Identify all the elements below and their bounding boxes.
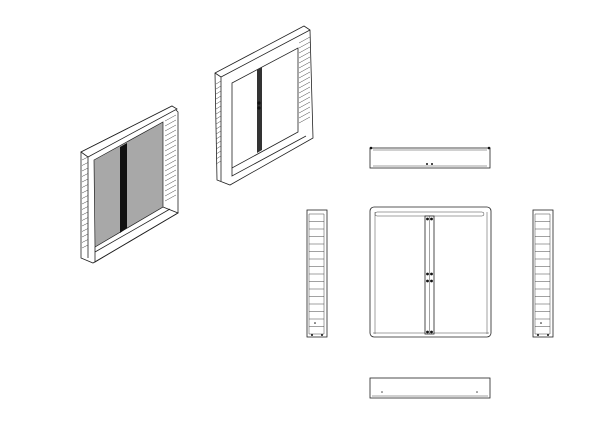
- side-slats-right: [298, 36, 311, 124]
- slat-line: [215, 155, 222, 160]
- center-mullion: [257, 67, 262, 153]
- slat-line: [81, 244, 89, 249]
- slat-line: [215, 105, 222, 110]
- slat-line: [215, 145, 222, 150]
- fastener: [311, 334, 313, 336]
- fastener: [537, 334, 539, 336]
- right-side-view: [532, 209, 554, 338]
- slat-line: [81, 206, 89, 210]
- slat-line: [81, 184, 89, 188]
- slat-line: [81, 167, 89, 172]
- slat-line: [215, 150, 222, 155]
- fastener: [426, 330, 429, 334]
- slat-line: [164, 124, 177, 132]
- fastener: [426, 272, 429, 276]
- slat-line: [81, 233, 89, 238]
- slat-line: [164, 179, 177, 187]
- slat-line: [164, 159, 177, 167]
- fastener: [540, 322, 542, 324]
- fastener: [547, 334, 549, 336]
- fastener: [430, 217, 433, 221]
- slat-line: [298, 36, 311, 44]
- fastener: [430, 272, 433, 276]
- slat-line: [164, 134, 177, 142]
- slat-line: [215, 125, 222, 130]
- isometric-line-view: [214, 25, 314, 186]
- slat-line: [298, 106, 311, 114]
- slat-line: [164, 119, 177, 127]
- slat-line: [298, 116, 311, 124]
- slat-line: [298, 46, 311, 54]
- mullion-fixtures: [426, 217, 433, 334]
- slat-line: [81, 162, 89, 166]
- slat-line: [164, 194, 177, 202]
- fastener: [430, 330, 433, 334]
- fastener: [321, 334, 323, 336]
- slat-line: [298, 71, 311, 79]
- slat-line: [81, 211, 89, 216]
- slat-line: [298, 51, 311, 59]
- slat-line: [215, 160, 222, 165]
- slat-line: [215, 130, 222, 135]
- slat-line: [215, 85, 222, 90]
- side-slats-left: [81, 156, 89, 249]
- side-slats-right: [164, 114, 177, 202]
- fastener: [426, 279, 429, 283]
- slat-line: [81, 189, 89, 194]
- slat-line: [164, 139, 177, 147]
- side-slats-left: [215, 80, 222, 165]
- left-side-view: [306, 209, 328, 338]
- slat-line: [81, 228, 89, 232]
- center-mullion: [120, 143, 127, 233]
- front-view: [369, 206, 492, 338]
- slat-line: [215, 90, 222, 95]
- slat-line: [215, 110, 222, 115]
- slat-line: [81, 195, 89, 199]
- top-view: [369, 146, 491, 169]
- slat-line: [215, 100, 222, 105]
- slat-line: [164, 189, 177, 197]
- slat-line: [164, 129, 177, 137]
- slat-line: [298, 56, 311, 64]
- slat-line: [298, 96, 311, 104]
- slat-line: [164, 149, 177, 157]
- bottom-view: [369, 377, 491, 399]
- slat-line: [298, 61, 311, 69]
- slat-line: [164, 114, 177, 122]
- slat-line: [81, 217, 89, 221]
- slat-line: [215, 120, 222, 125]
- slat-line: [298, 86, 311, 94]
- slat-line: [215, 115, 222, 120]
- slat-line: [81, 239, 89, 243]
- slat-line: [164, 169, 177, 177]
- slat-line: [215, 140, 222, 145]
- slat-line: [298, 66, 311, 74]
- slat-line: [81, 156, 89, 161]
- slat-line: [215, 80, 222, 85]
- slat-line: [298, 76, 311, 84]
- fastener: [314, 322, 316, 324]
- slat-line: [164, 184, 177, 192]
- slat-line: [164, 164, 177, 172]
- slat-line: [298, 101, 311, 109]
- slat-line: [81, 173, 89, 177]
- slat-line: [81, 222, 89, 227]
- slat-line: [215, 95, 222, 100]
- slat-line: [215, 135, 222, 140]
- slat-line: [298, 81, 311, 89]
- slat-line: [164, 144, 177, 152]
- fastener: [430, 279, 433, 283]
- slat-line: [164, 174, 177, 182]
- slat-line: [164, 154, 177, 162]
- slat-line: [81, 178, 89, 183]
- slat-line: [81, 200, 89, 205]
- isometric-shaded-view: [80, 105, 179, 264]
- fastener: [426, 217, 429, 221]
- slat-line: [298, 41, 311, 49]
- slat-line: [298, 91, 311, 99]
- slat-line: [298, 111, 311, 119]
